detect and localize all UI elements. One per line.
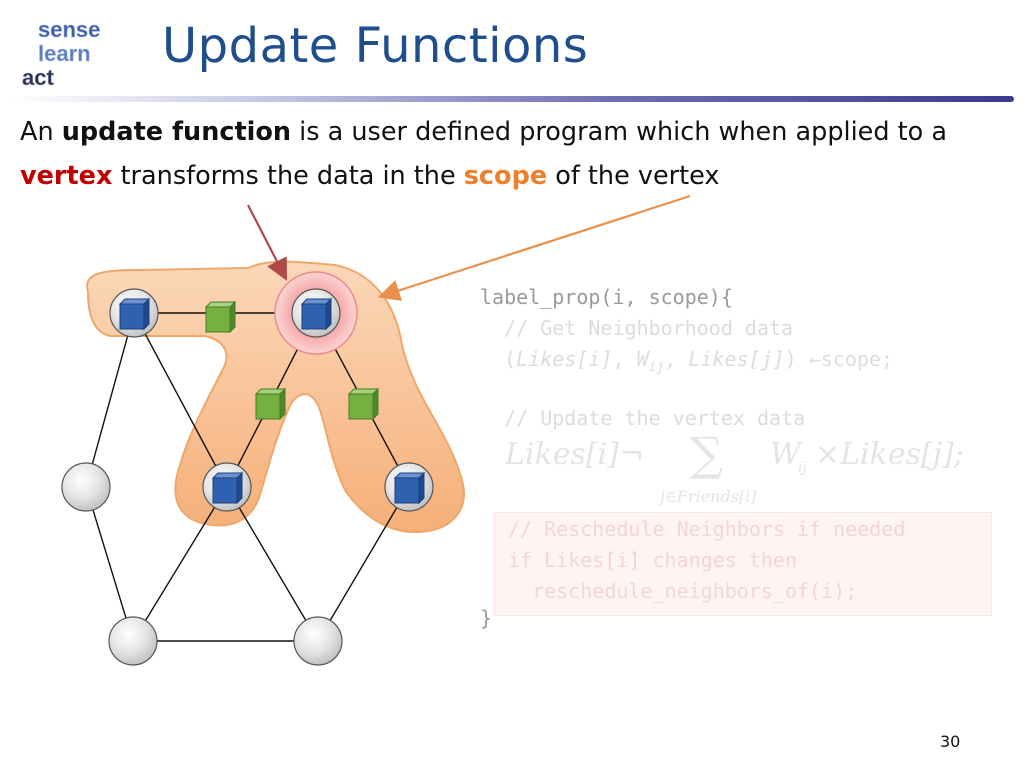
code-likes-j: Likes[j] [688, 347, 785, 371]
code-line-scope-read: (Likes[i], Wij, Likes[j]) ←scope; [480, 344, 1000, 383]
code-line-signature: label_prop(i, scope){ [480, 285, 733, 309]
formula-sum-range: j∈Friends[i] [657, 487, 757, 506]
formula-weight-subscript: ij [798, 460, 807, 476]
formula-weight: W [770, 437, 803, 472]
code-scope-assign: ) ←scope; [784, 347, 894, 371]
edge [85, 486, 134, 642]
term-update-function: update function [61, 117, 292, 147]
sense-learn-act-logo: sense learn act [22, 17, 101, 91]
node [108, 616, 158, 666]
term-vertex: vertex [20, 161, 113, 191]
code-closing-brace: } [480, 606, 493, 630]
green-cube-icon [204, 300, 237, 334]
code-comment-get-neighborhood: // Get Neighborhood data [480, 316, 794, 340]
code-paren-open: ( [480, 347, 517, 371]
logo-line-sense: sense [38, 17, 100, 42]
vertex-pointer-arrow [247, 204, 288, 281]
edge [226, 486, 319, 642]
code-comma: , [612, 347, 637, 371]
slide-number: 30 [940, 732, 961, 751]
title-divider [12, 96, 1014, 102]
edge-data-cubes [204, 300, 380, 421]
code-comment-update-vertex: // Update the vertex data [480, 406, 806, 430]
blue-cube-icon [118, 297, 151, 331]
code-likes-i: Likes[i] [516, 347, 613, 371]
edge [132, 486, 228, 642]
formula-sum-symbol: ∑ [690, 430, 723, 481]
code-comma: , [664, 347, 689, 371]
intro-text-3: transforms the data in the [112, 161, 464, 191]
green-cube-icon [254, 387, 287, 421]
intro-text-4: of the vertex [547, 161, 720, 191]
logo-line-act: act [22, 65, 54, 90]
blue-cube-icon [300, 297, 333, 331]
blue-cube-icon [393, 471, 426, 505]
blue-cube-icon [211, 471, 244, 505]
vertex-data-cubes [118, 297, 426, 505]
logo-line-learn: learn [38, 41, 91, 66]
code-block: label_prop(i, scope){ // Get Neighborhoo… [480, 282, 1000, 434]
term-scope: scope [463, 161, 548, 191]
intro-text-2: is a user defined program which when app… [291, 117, 947, 147]
edge [133, 312, 228, 488]
update-formula: Likes[i]¬ ∑ W ij ×Likes[j]; j∈Friends[i] [505, 430, 964, 506]
code-weight: W [636, 347, 649, 371]
green-cube-icon [347, 387, 380, 421]
code-reschedule-block: // Reschedule Neighbors if needed if Lik… [508, 517, 906, 603]
scope-pointer-arrow [377, 194, 691, 302]
reschedule-highlight-box [494, 512, 992, 616]
intro-text-1: An [20, 117, 62, 147]
node [61, 462, 111, 512]
intro-paragraph: An update function is a user defined pro… [20, 110, 1010, 198]
edge [317, 486, 410, 642]
slide-title: Update Functions [162, 18, 589, 74]
formula-lhs: Likes[i]¬ [505, 437, 644, 472]
formula-rhs: ×Likes[j]; [815, 437, 964, 472]
code-weight-subscript: ij [648, 360, 665, 375]
node [293, 616, 343, 666]
edge [85, 312, 135, 488]
